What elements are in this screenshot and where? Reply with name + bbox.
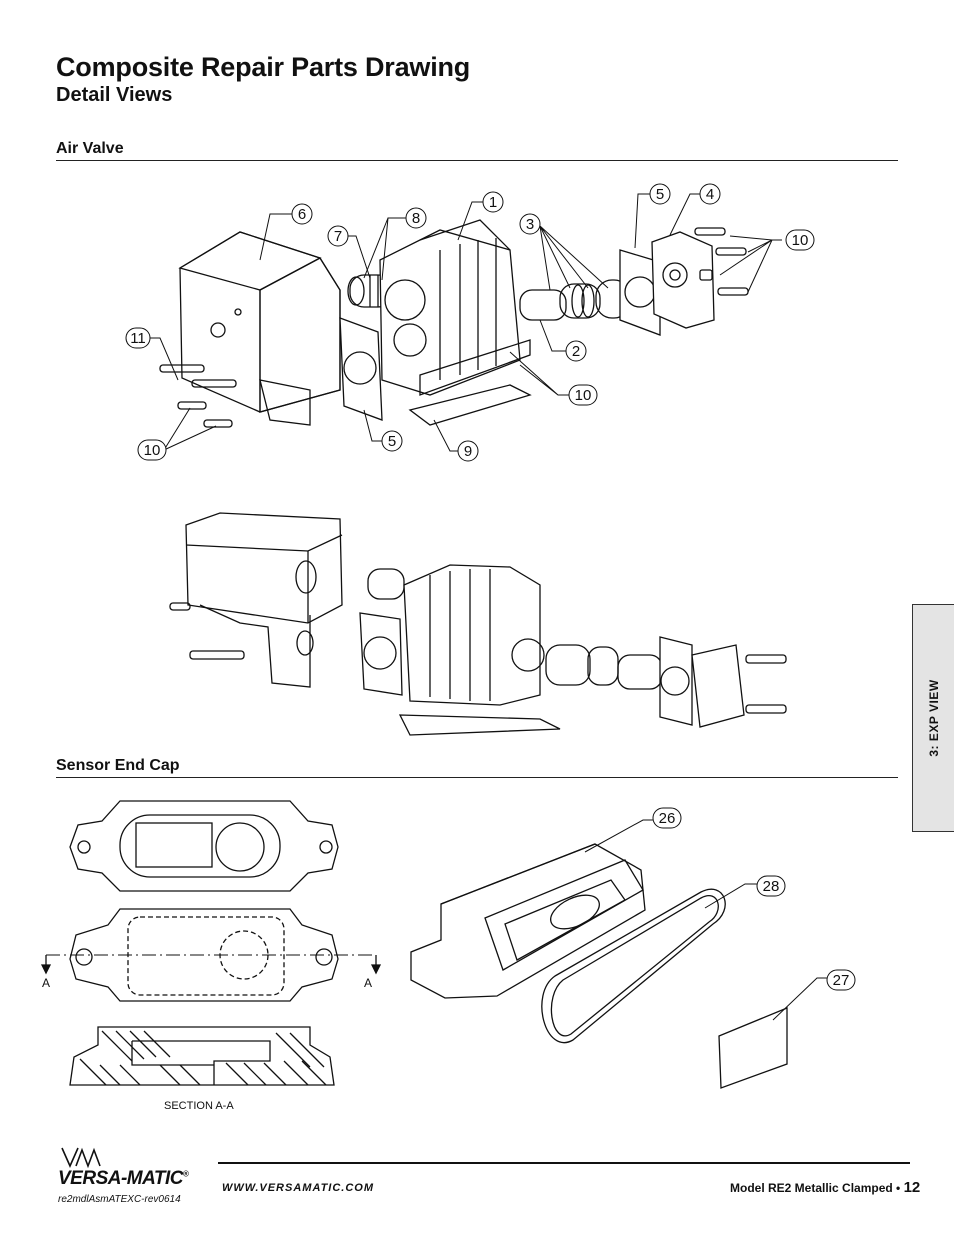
page-subtitle: Detail Views — [56, 84, 173, 106]
gasket-5 — [339, 317, 383, 421]
versa-matic-logo-mark — [61, 1147, 101, 1169]
callout-27: 27 — [833, 972, 850, 989]
page-number: 12 — [903, 1179, 921, 1196]
leader-lines — [584, 807, 856, 1021]
callout-4: 4 — [706, 186, 714, 203]
section-mark-left: A — [42, 976, 50, 990]
section-labels: A A SECTION A-A — [42, 976, 372, 1112]
callout-boxes — [125, 183, 815, 462]
callout-10: 10 — [792, 232, 809, 249]
callout-26: 26 — [659, 810, 676, 827]
callout-10: 10 — [575, 387, 592, 404]
sensor-end-cap-exploded-drawing: 26 28 27 — [410, 807, 856, 1089]
sensor-housing-26 — [410, 843, 646, 999]
bolts-right — [694, 227, 749, 296]
model-name: Model RE2 Metallic Clamped • — [730, 1181, 901, 1195]
website-link[interactable]: WWW.VERSAMATIC.COM — [222, 1182, 375, 1194]
sensor-plate-27 — [718, 1007, 788, 1089]
callout-10: 10 — [144, 442, 161, 459]
callout-2: 2 — [572, 343, 580, 360]
sensor-middle-view — [40, 908, 382, 1002]
spool-right — [519, 279, 631, 321]
callout-3: 3 — [526, 216, 534, 233]
sensor-top-view — [69, 800, 339, 892]
end-cap-housing — [178, 231, 341, 426]
section-rule — [56, 777, 898, 778]
callout-5: 5 — [656, 186, 664, 203]
callout-11: 11 — [130, 330, 146, 347]
section-side-tab[interactable]: 3: EXP VIEW — [912, 604, 954, 832]
section-mark-right: A — [364, 976, 372, 990]
air-valve-assembled-drawing — [169, 512, 787, 736]
end-cap-4 — [651, 231, 715, 329]
valve-body-1 — [379, 219, 532, 426]
callout-8: 8 — [412, 210, 420, 227]
callout-6: 6 — [298, 206, 306, 223]
o-ring-28 — [541, 888, 726, 1044]
callout-labels: 26 28 27 — [659, 810, 850, 989]
callout-9: 9 — [464, 443, 472, 460]
page-title: Composite Repair Parts Drawing — [56, 52, 471, 82]
callout-28: 28 — [763, 878, 780, 895]
model-page-label: Model RE2 Metallic Clamped • 12 — [730, 1179, 920, 1196]
callout-7: 7 — [334, 228, 342, 245]
section-rule — [56, 160, 898, 161]
brand-name: VERSA-MATIC — [58, 1168, 184, 1189]
brand-registered-mark: ® — [183, 1169, 189, 1179]
sensor-end-cap-orthographic-views: A A SECTION A-A — [40, 800, 382, 1112]
footer-rule — [218, 1162, 910, 1164]
air-valve-exploded-drawing: 6 7 8 1 3 5 4 10 11 2 10 10 5 9 — [125, 183, 815, 462]
bolts-left — [159, 364, 237, 428]
callout-1: 1 — [489, 194, 497, 211]
document-id: re2mdlAsmATEXC-rev0614 — [58, 1194, 181, 1205]
callout-5: 5 — [388, 433, 396, 450]
section-a-a-label: SECTION A-A — [164, 1100, 234, 1112]
section-heading-sensor-end-cap: Sensor End Cap — [56, 757, 180, 774]
sensor-section-view — [69, 1026, 335, 1086]
brand-logo: VERSA-MATIC® — [58, 1168, 189, 1190]
gasket-5-right — [619, 249, 661, 336]
side-tab-label: 3: EXP VIEW — [927, 679, 941, 757]
callout-labels: 6 7 8 1 3 5 4 10 11 2 10 10 5 9 — [130, 186, 808, 460]
section-heading-air-valve: Air Valve — [56, 140, 124, 157]
